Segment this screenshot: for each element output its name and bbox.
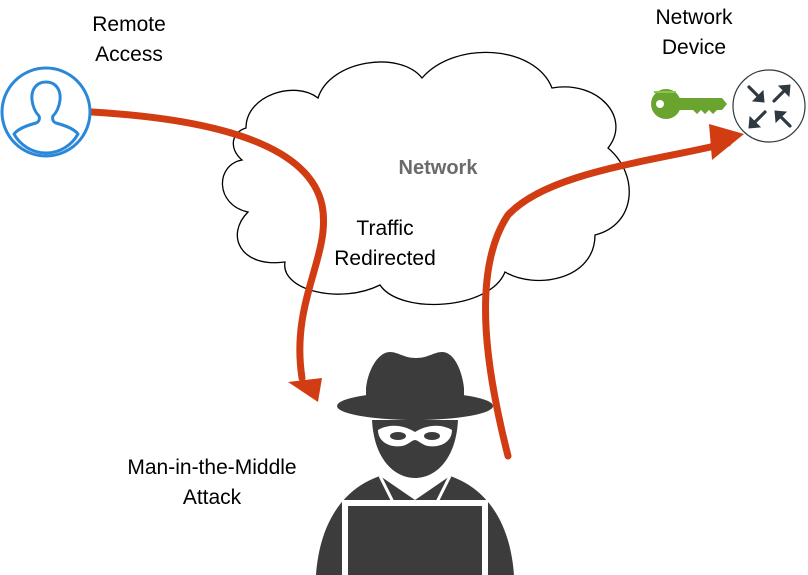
traffic-arrows xyxy=(88,108,744,460)
remote-access-label-line2: Access xyxy=(95,43,163,66)
network-label: Network xyxy=(399,157,479,179)
key-icon xyxy=(651,89,727,119)
traffic-redirected-label-line1: Traffic xyxy=(356,217,413,240)
arrow-head-right xyxy=(709,124,744,160)
network-device-label-line2: Device xyxy=(662,36,726,59)
router-icon xyxy=(732,69,806,143)
remote-access-label-line1: Remote xyxy=(92,13,166,36)
traffic-redirected-label-line2: Redirected xyxy=(334,247,436,270)
arrow-to-attacker xyxy=(88,108,327,382)
user-icon xyxy=(0,66,92,158)
attack-label-line2: Attack xyxy=(183,486,242,509)
hacker-icon xyxy=(316,352,514,575)
attack-label-line1: Man-in-the-Middle xyxy=(127,456,296,479)
arrow-to-device xyxy=(482,139,732,460)
network-device-label-line1: Network xyxy=(655,6,733,29)
arrow-head-down xyxy=(288,378,322,402)
